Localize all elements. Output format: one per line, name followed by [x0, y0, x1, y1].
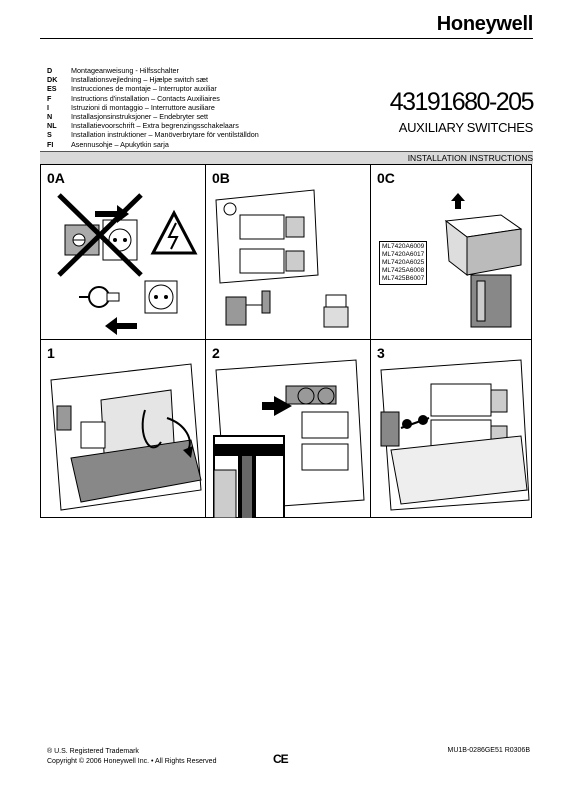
header-rule	[40, 38, 533, 39]
document-code: MU1B-0286GE51 R0306B	[447, 747, 531, 754]
instruction-grid: 0A	[40, 164, 532, 518]
arrow-up-icon	[451, 193, 465, 209]
grid-divider	[205, 165, 206, 517]
switch-kit-illustration	[215, 189, 349, 328]
panel-label: 2	[212, 345, 220, 361]
panel-3: 3	[371, 340, 533, 518]
language-text: Asennusohje – Apukytkin sarja	[71, 139, 169, 149]
language-row: NL Installatievoorschrift – Extra begrenz…	[47, 121, 259, 130]
panel-label: 0B	[212, 170, 230, 186]
high-voltage-warning-icon	[150, 209, 198, 255]
model-number: ML7420A6009	[382, 243, 425, 250]
panel-0a: 0A	[41, 165, 205, 339]
language-text: Instrucciones de montaje – Interruptor a…	[71, 84, 217, 94]
panel-2: 2	[206, 340, 370, 518]
section-title: INSTALLATION INSTRUCTIONS	[407, 153, 533, 163]
grid-divider	[370, 165, 371, 517]
socket-icon	[144, 280, 178, 314]
step-2-illustration	[213, 359, 365, 518]
actuator-interior-image	[50, 363, 202, 511]
plug-icon	[79, 286, 120, 308]
language-row: FI Asennusohje – Apukytkin sarja	[47, 140, 259, 149]
footer-legal: ® U.S. Registered Trademark Copyright © …	[47, 747, 216, 767]
arrow-left-icon	[105, 317, 137, 335]
section-band: INSTALLATION INSTRUCTIONS	[40, 151, 533, 164]
language-row: S Installation instruktioner – Manöverbry…	[47, 130, 259, 139]
language-code: F	[47, 93, 52, 103]
language-text: Instructions d'installation – Contacts A…	[71, 93, 220, 103]
model-number: ML7425A6008	[382, 267, 425, 274]
language-row: ES Instrucciones de montaje – Interruptor…	[47, 84, 259, 93]
cable-gland-image	[323, 294, 349, 328]
copyright-note: Copyright © 2006 Honeywell Inc. • All Ri…	[47, 758, 217, 765]
language-code: DK	[47, 75, 58, 85]
panel-0b: 0B	[206, 165, 370, 339]
language-code: D	[47, 66, 53, 75]
language-row: D Montageanweisung - Hilfsschalter	[47, 66, 259, 75]
language-text: Istruzioni di montaggio – Interruttore a…	[71, 102, 215, 112]
panel-1: 1	[41, 340, 205, 518]
language-text: Installatievoorschrift – Extra begrenzin…	[71, 121, 239, 131]
panel-label: 0A	[47, 170, 65, 186]
brand-logo: Honeywell	[436, 13, 534, 35]
plug-crossed-icon	[57, 193, 143, 277]
step-1-illustration	[50, 363, 202, 511]
language-code: ES	[47, 84, 57, 94]
arrow-right-icon	[262, 396, 292, 416]
model-number: ML7420A6025	[382, 259, 425, 266]
language-row: N Installasjonsinstruksjoner – Endebryter…	[47, 112, 259, 121]
model-number: ML7420A6017	[382, 251, 425, 258]
actuator-interior-image	[380, 359, 530, 511]
language-text: Montageanweisung - Hilfsschalter	[71, 66, 179, 75]
product-title: AUXILIARY SWITCHES	[398, 120, 534, 135]
actuator-illustration	[444, 193, 523, 328]
panel-label: 0C	[377, 170, 395, 186]
language-code: I	[47, 102, 49, 112]
language-list: D Montageanweisung - Hilfsschalter DK Inst…	[47, 66, 259, 149]
language-row: F Instructions d'installation – Contacts …	[47, 94, 259, 103]
switch-board-image	[215, 189, 319, 284]
removal-arrows-icon	[141, 409, 193, 458]
language-text: Installasjonsinstruksjoner – Endebryter …	[71, 112, 209, 122]
step-3-illustration	[380, 359, 530, 511]
cable-connector-image	[225, 290, 271, 326]
detail-inset-image	[213, 435, 285, 518]
ce-mark: CE	[273, 752, 289, 766]
language-code: N	[47, 112, 53, 122]
language-code: NL	[47, 121, 57, 131]
language-row: I Istruzioni di montaggio – Interruttore …	[47, 103, 259, 112]
unplug-illustration	[57, 193, 198, 335]
panel-label: 3	[377, 345, 385, 361]
panel-label: 1	[47, 345, 55, 361]
part-number: 43191680-205	[389, 88, 535, 116]
language-text: Installationsvejledning – Hjælpe switch …	[71, 75, 209, 85]
language-code: FI	[47, 139, 54, 149]
language-text: Installation instruktioner – Manöverbryt…	[71, 130, 259, 140]
connector-insert-icon	[400, 415, 430, 429]
model-list: ML7420A6009 ML7420A6017 ML7420A6025 ML74…	[379, 241, 428, 285]
language-row: DK Installationsvejledning – Hjælpe switc…	[47, 75, 259, 84]
grid-divider	[41, 339, 531, 340]
trademark-note: ® U.S. Registered Trademark	[47, 748, 139, 755]
model-number: ML7425B6007	[382, 275, 425, 282]
actuator-image	[444, 214, 523, 328]
arrow-right-icon	[95, 205, 129, 223]
panel-0c: 0C ML7420A6009 ML7420A6017 ML7420A6025 M…	[371, 165, 533, 339]
language-code: S	[47, 130, 52, 140]
